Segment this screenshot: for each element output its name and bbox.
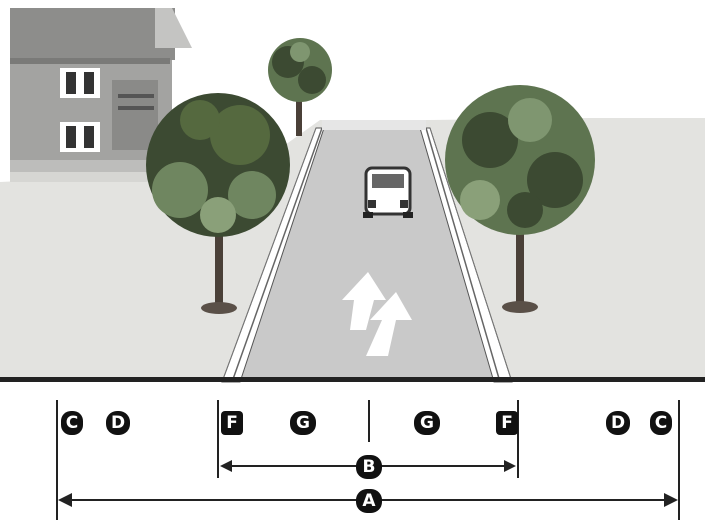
label-f-right-text: F (501, 413, 513, 433)
label-d-left-text: D (111, 413, 125, 433)
label-g-left: G (290, 411, 316, 435)
label-d-right: D (606, 411, 630, 435)
label-g-right: G (414, 411, 440, 435)
label-c-left: C (61, 411, 83, 435)
label-f-left-text: F (226, 413, 238, 433)
label-c-right-text: C (655, 413, 667, 433)
label-f-left: F (221, 411, 243, 435)
label-f-right: F (496, 411, 518, 435)
label-g-right-text: G (420, 413, 434, 433)
car-icon (363, 168, 413, 218)
label-b: B (356, 455, 382, 479)
label-a: A (356, 489, 382, 513)
label-c-right: C (650, 411, 672, 435)
label-a-text: A (362, 491, 376, 511)
label-d-left: D (106, 411, 130, 435)
label-c-left-text: C (66, 413, 78, 433)
label-g-left-text: G (296, 413, 310, 433)
ground-baseline (0, 377, 705, 382)
label-d-right-text: D (611, 413, 625, 433)
label-b-text: B (363, 457, 376, 477)
